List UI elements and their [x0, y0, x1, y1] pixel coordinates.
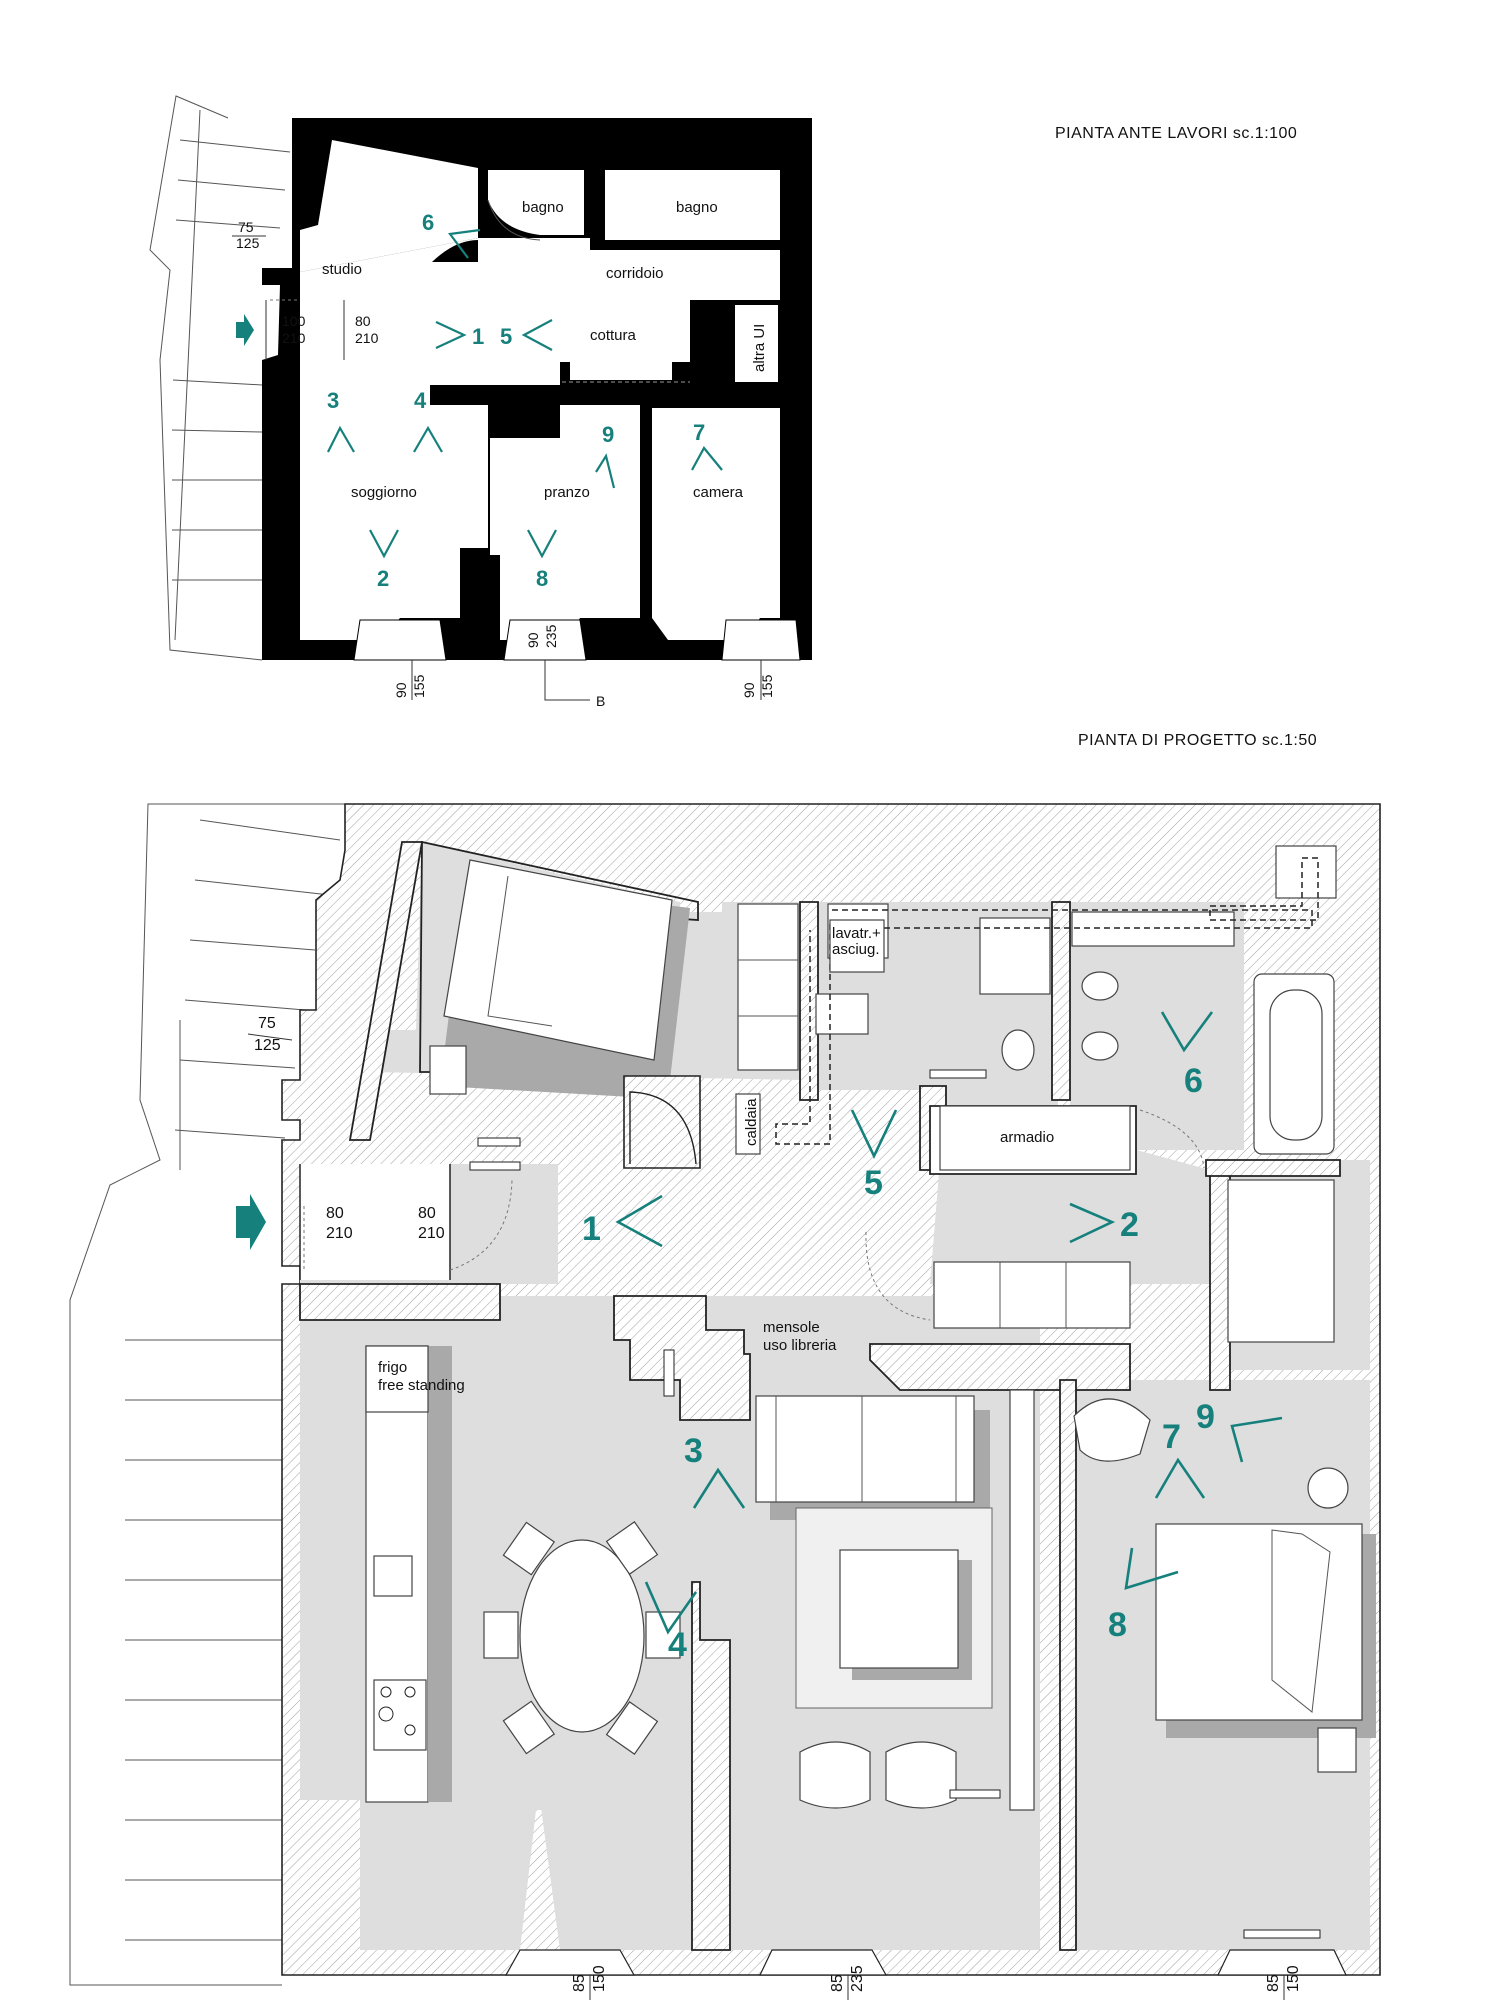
- project-plan-title: PIANTA DI PROGETTO sc.1:50: [1078, 732, 1317, 749]
- project-label-lavatr: lavatr.+: [832, 925, 881, 942]
- project-view-1: 1: [582, 1210, 601, 1248]
- existing-neighbour-stair: [149, 95, 291, 661]
- project-label-asciug: asciug.: [832, 941, 880, 958]
- existing-view-5: 5: [500, 324, 512, 349]
- project-sofa: [755, 1395, 975, 1503]
- project-view-6: 6: [1184, 1062, 1203, 1100]
- existing-dim-window-top-b: 125: [236, 235, 260, 251]
- existing-dim-w3-b: 155: [759, 674, 775, 698]
- existing-view-6: 6: [422, 210, 434, 235]
- project-dim-w1-b: 150: [591, 1965, 608, 1992]
- project-label-uso-libreria: uso libreria: [763, 1337, 837, 1354]
- existing-dim-door1-a: 100: [282, 313, 306, 329]
- existing-room-camera: camera: [693, 484, 744, 501]
- existing-window-bays: [353, 619, 801, 661]
- existing-dim-w2-b: 235: [543, 624, 559, 648]
- existing-room-corridoio: corridoio: [606, 265, 664, 282]
- project-label-armadio: armadio: [1000, 1129, 1054, 1146]
- project-label-free-standing: free standing: [378, 1377, 465, 1394]
- project-radiators: [469, 1069, 1321, 1939]
- project-view-8: 8: [1108, 1606, 1127, 1644]
- project-view-2: 2: [1120, 1206, 1139, 1244]
- project-dim-w1-a: 85: [571, 1974, 588, 1992]
- existing-plan: bagno bagno studio corridoio cottura alt…: [149, 95, 812, 709]
- existing-dimensions: 75 125 100 210 80 210 90 155 90 235 90 1…: [232, 219, 775, 709]
- project-dim-door1-a: 80: [326, 1205, 344, 1222]
- project-dim-window-b: 125: [254, 1037, 281, 1054]
- existing-view-3: 3: [327, 388, 339, 413]
- existing-plan-title: PIANTA ANTE LAVORI sc.1:100: [1055, 125, 1297, 142]
- project-armadio: [939, 1105, 1131, 1171]
- project-view-3: 3: [684, 1432, 703, 1470]
- existing-dim-w1-b: 155: [411, 674, 427, 698]
- project-label-frigo: frigo: [378, 1359, 407, 1376]
- project-dim-w2-a: 85: [829, 1974, 846, 1992]
- project-entry-arrow: [236, 1194, 266, 1250]
- project-label-caldaia: caldaia: [743, 1098, 760, 1146]
- existing-view-4: 4: [414, 388, 427, 413]
- existing-view-markers: 1 2 3 4 5 6 7 8 9: [327, 210, 723, 591]
- project-dining-table: [519, 1539, 645, 1733]
- project-dim-window-a: 75: [258, 1015, 276, 1032]
- existing-dim-w3-a: 90: [741, 682, 757, 698]
- existing-dim-door1-b: 210: [282, 330, 306, 346]
- project-armchair-2: [885, 1741, 957, 1809]
- project-armchair-1: [799, 1741, 871, 1809]
- existing-view-2: 2: [377, 566, 389, 591]
- existing-room-soggiorno: soggiorno: [351, 484, 417, 501]
- project-plan: lavatr.+ asciug. caldaia armadio mensole…: [69, 803, 1381, 2000]
- existing-dim-window-top-a: 75: [238, 219, 254, 235]
- project-view-4: 4: [668, 1626, 687, 1664]
- project-dimensions: 75 125 80 210 80 210 85 150 85 235 85 15…: [247, 1015, 1302, 2000]
- existing-view-7: 7: [693, 420, 705, 445]
- project-window-bays: [504, 1949, 1347, 1976]
- project-dim-door2-b: 210: [418, 1225, 445, 1242]
- existing-room-bagno-2: bagno: [676, 199, 718, 216]
- existing-view-9: 9: [602, 422, 614, 447]
- project-view-5: 5: [864, 1164, 883, 1202]
- project-dim-w2-b: 235: [849, 1965, 866, 1992]
- project-view-7: 7: [1162, 1418, 1181, 1456]
- project-dim-door2-a: 80: [418, 1205, 436, 1222]
- existing-view-8: 8: [536, 566, 548, 591]
- project-dim-door1-b: 210: [326, 1225, 353, 1242]
- existing-room-cottura: cottura: [590, 327, 637, 344]
- project-neighbour-stair: [69, 803, 345, 1986]
- existing-entry-arrow: [236, 314, 254, 346]
- existing-dim-w1-a: 90: [393, 682, 409, 698]
- existing-rooms-voids: [300, 140, 780, 640]
- existing-room-altra-ui: altra UI: [751, 324, 768, 372]
- project-bedroom-armchair: [1073, 1398, 1151, 1462]
- existing-section-b: B: [596, 693, 605, 709]
- project-label-mensole: mensole: [763, 1319, 820, 1336]
- project-single-bed: [443, 859, 673, 1061]
- existing-dim-door2-a: 80: [355, 313, 371, 329]
- project-view-9: 9: [1196, 1398, 1215, 1436]
- existing-dim-door2-b: 210: [355, 330, 379, 346]
- project-dim-w3-b: 150: [1285, 1965, 1302, 1992]
- existing-room-pranzo: pranzo: [544, 484, 590, 501]
- existing-room-bagno-1: bagno: [522, 199, 564, 216]
- project-coffee-table: [839, 1549, 959, 1669]
- existing-dim-w2-a: 90: [525, 632, 541, 648]
- project-double-bed: [1155, 1523, 1363, 1721]
- project-view-markers: 1 2 3 4 5 6 7 8 9: [582, 1011, 1283, 1664]
- project-dim-w3-a: 85: [1265, 1974, 1282, 1992]
- existing-view-1: 1: [472, 324, 484, 349]
- existing-room-studio: studio: [322, 261, 362, 278]
